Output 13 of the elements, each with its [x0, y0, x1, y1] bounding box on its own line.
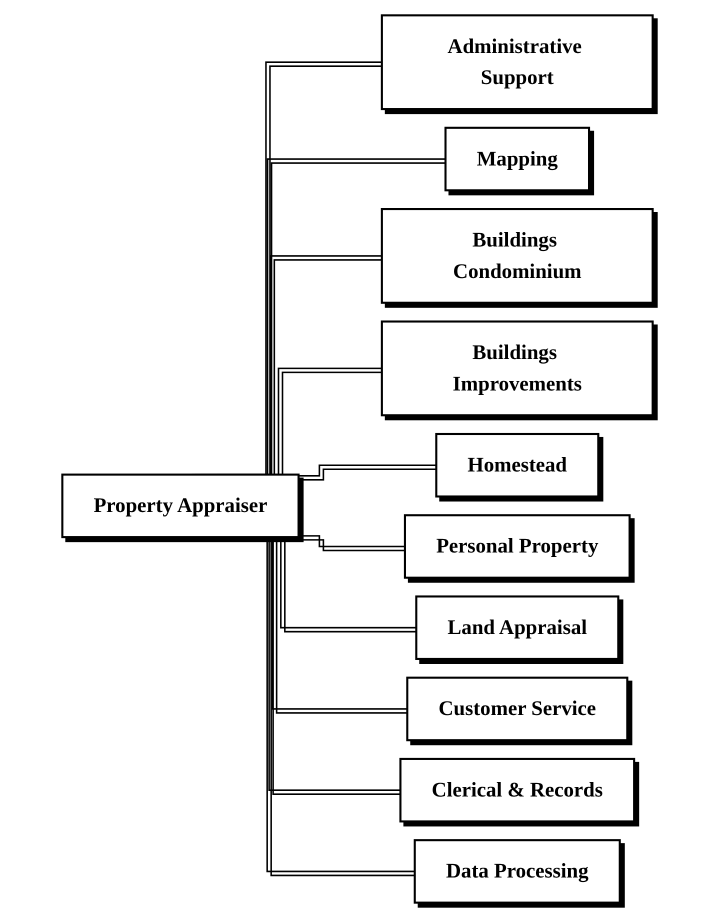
- node-box: Buildings Condominium: [380, 208, 654, 304]
- connector: [298, 464, 436, 477]
- node-box: Personal Property: [403, 514, 630, 579]
- node-box: Customer Service: [406, 676, 628, 742]
- node-box: Data Processing: [413, 839, 620, 904]
- node-box: Homestead: [434, 432, 599, 498]
- node-box: Administrative Support: [380, 14, 654, 110]
- node-box: Buildings Improvements: [380, 320, 654, 416]
- node-box: Mapping: [444, 126, 590, 192]
- node-box: Property Appraiser: [60, 474, 300, 538]
- connector: [298, 535, 404, 548]
- node-box: Clerical & Records: [398, 758, 635, 822]
- node-box: Land Appraisal: [414, 595, 619, 660]
